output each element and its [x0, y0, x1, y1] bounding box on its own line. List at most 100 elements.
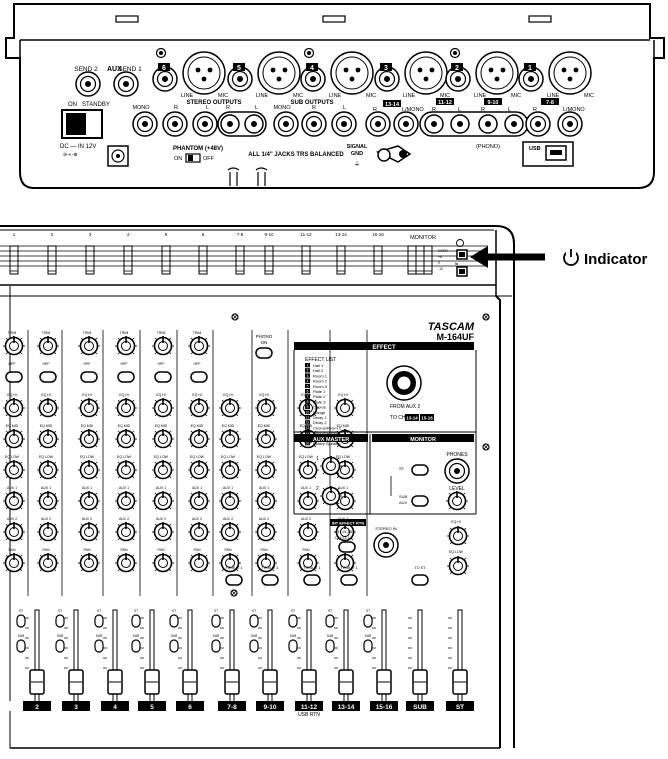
sub-assign-button[interactable] — [211, 639, 221, 653]
channel-knob[interactable] — [151, 459, 175, 480]
hpf-button[interactable] — [5, 371, 23, 383]
to-aux-button[interactable] — [340, 574, 358, 586]
channel-knob[interactable] — [77, 459, 101, 480]
channel-knob[interactable] — [77, 428, 101, 449]
hpf-button[interactable] — [154, 371, 172, 383]
xlr-2[interactable] — [475, 51, 519, 95]
st-assign-button[interactable] — [16, 614, 26, 628]
channel-fader[interactable] — [447, 609, 468, 711]
stereo-channel-knob[interactable] — [254, 459, 278, 480]
channel-knob[interactable] — [114, 459, 138, 480]
channel-knob[interactable] — [114, 335, 138, 356]
stereo-l-jack[interactable] — [192, 111, 218, 137]
channel-knob[interactable] — [77, 397, 101, 418]
st-assign-button[interactable] — [325, 614, 335, 628]
send2-jack[interactable] — [75, 71, 101, 97]
monitor-st-button[interactable] — [411, 464, 429, 476]
stereo-channel-knob[interactable] — [333, 397, 357, 418]
hpf-button[interactable] — [117, 371, 135, 383]
channel-knob[interactable] — [187, 490, 211, 511]
st-assign-button[interactable] — [288, 614, 298, 628]
channel-fader[interactable] — [333, 609, 354, 711]
st-assign-button[interactable] — [94, 614, 104, 628]
stereo-channel-knob[interactable] — [254, 428, 278, 449]
hpf-button[interactable] — [190, 371, 208, 383]
xlr-5[interactable] — [257, 51, 301, 95]
channel-knob[interactable] — [2, 490, 26, 511]
channel-knob[interactable] — [77, 335, 101, 356]
channel-knob[interactable] — [187, 428, 211, 449]
to-st-button[interactable] — [411, 574, 429, 586]
channel-knob[interactable] — [36, 552, 60, 573]
channel-knob[interactable] — [36, 490, 60, 511]
stereo-channel-knob[interactable] — [254, 397, 278, 418]
channel-knob[interactable] — [2, 397, 26, 418]
channel-knob[interactable] — [187, 397, 211, 418]
channel-knob[interactable] — [2, 335, 26, 356]
stereo-in-jack[interactable] — [373, 532, 399, 558]
st-assign-button[interactable] — [211, 614, 221, 628]
channel-knob[interactable] — [187, 521, 211, 542]
xlr-6[interactable] — [182, 51, 226, 95]
jack-13-14-l[interactable] — [393, 111, 419, 137]
channel-fader[interactable] — [139, 609, 160, 711]
channel-knob[interactable] — [36, 521, 60, 542]
int-effect-button[interactable] — [338, 541, 356, 553]
stereo-channel-knob[interactable] — [296, 459, 320, 480]
mono-out-jack[interactable] — [132, 111, 158, 137]
st-assign-button[interactable] — [169, 614, 179, 628]
sub-assign-button[interactable] — [325, 639, 335, 653]
channel-fader[interactable] — [24, 609, 45, 711]
channel-knob[interactable] — [77, 490, 101, 511]
jack-13-14-r[interactable] — [365, 111, 391, 137]
channel-knob[interactable] — [187, 552, 211, 573]
channel-fader[interactable] — [63, 609, 84, 711]
phono-button[interactable] — [255, 347, 273, 359]
channel-knob[interactable] — [36, 428, 60, 449]
sub-mono-jack[interactable] — [273, 111, 299, 137]
channel-knob[interactable] — [36, 397, 60, 418]
st-assign-button[interactable] — [131, 614, 141, 628]
sub-assign-button[interactable] — [363, 639, 373, 653]
st-eq-low-knob[interactable] — [446, 555, 470, 576]
channel-knob[interactable] — [114, 428, 138, 449]
channel-knob[interactable] — [151, 490, 175, 511]
stereo-channel-knob[interactable] — [218, 459, 242, 480]
channel-fader[interactable] — [102, 609, 123, 711]
channel-knob[interactable] — [151, 428, 175, 449]
channel-knob[interactable] — [2, 459, 26, 480]
channel-knob[interactable] — [77, 552, 101, 573]
channel-knob[interactable] — [36, 459, 60, 480]
channel-knob[interactable] — [2, 552, 26, 573]
xlr-1[interactable] — [548, 51, 592, 95]
channel-knob[interactable] — [114, 521, 138, 542]
stereo-channel-knob[interactable] — [254, 521, 278, 542]
sub-r-jack[interactable] — [301, 111, 327, 137]
channel-fader[interactable] — [407, 609, 428, 711]
sub-assign-button[interactable] — [55, 639, 65, 653]
channel-knob[interactable] — [151, 335, 175, 356]
channel-knob[interactable] — [151, 397, 175, 418]
channel-knob[interactable] — [36, 335, 60, 356]
stereo-channel-knob[interactable] — [296, 521, 320, 542]
monitor-sub-aux-button[interactable] — [411, 495, 429, 507]
stereo-r-jack[interactable] — [162, 111, 188, 137]
sub-assign-button[interactable] — [16, 639, 26, 653]
sub-assign-button[interactable] — [169, 639, 179, 653]
channel-knob[interactable] — [114, 397, 138, 418]
sub-assign-button[interactable] — [94, 639, 104, 653]
send1-jack[interactable] — [113, 71, 139, 97]
phones-jack[interactable] — [444, 458, 470, 484]
sub-l-jack[interactable] — [331, 111, 357, 137]
stereo-channel-knob[interactable] — [254, 490, 278, 511]
channel-knob[interactable] — [114, 490, 138, 511]
to-aux-button[interactable] — [261, 574, 279, 586]
jack-7-8-l[interactable] — [557, 111, 583, 137]
channel-knob[interactable] — [187, 335, 211, 356]
channel-fader[interactable] — [257, 609, 278, 711]
sub-assign-button[interactable] — [249, 639, 259, 653]
channel-knob[interactable] — [2, 521, 26, 542]
monitor-level-knob[interactable] — [445, 490, 469, 511]
st-assign-button[interactable] — [55, 614, 65, 628]
sub-assign-button[interactable] — [288, 639, 298, 653]
